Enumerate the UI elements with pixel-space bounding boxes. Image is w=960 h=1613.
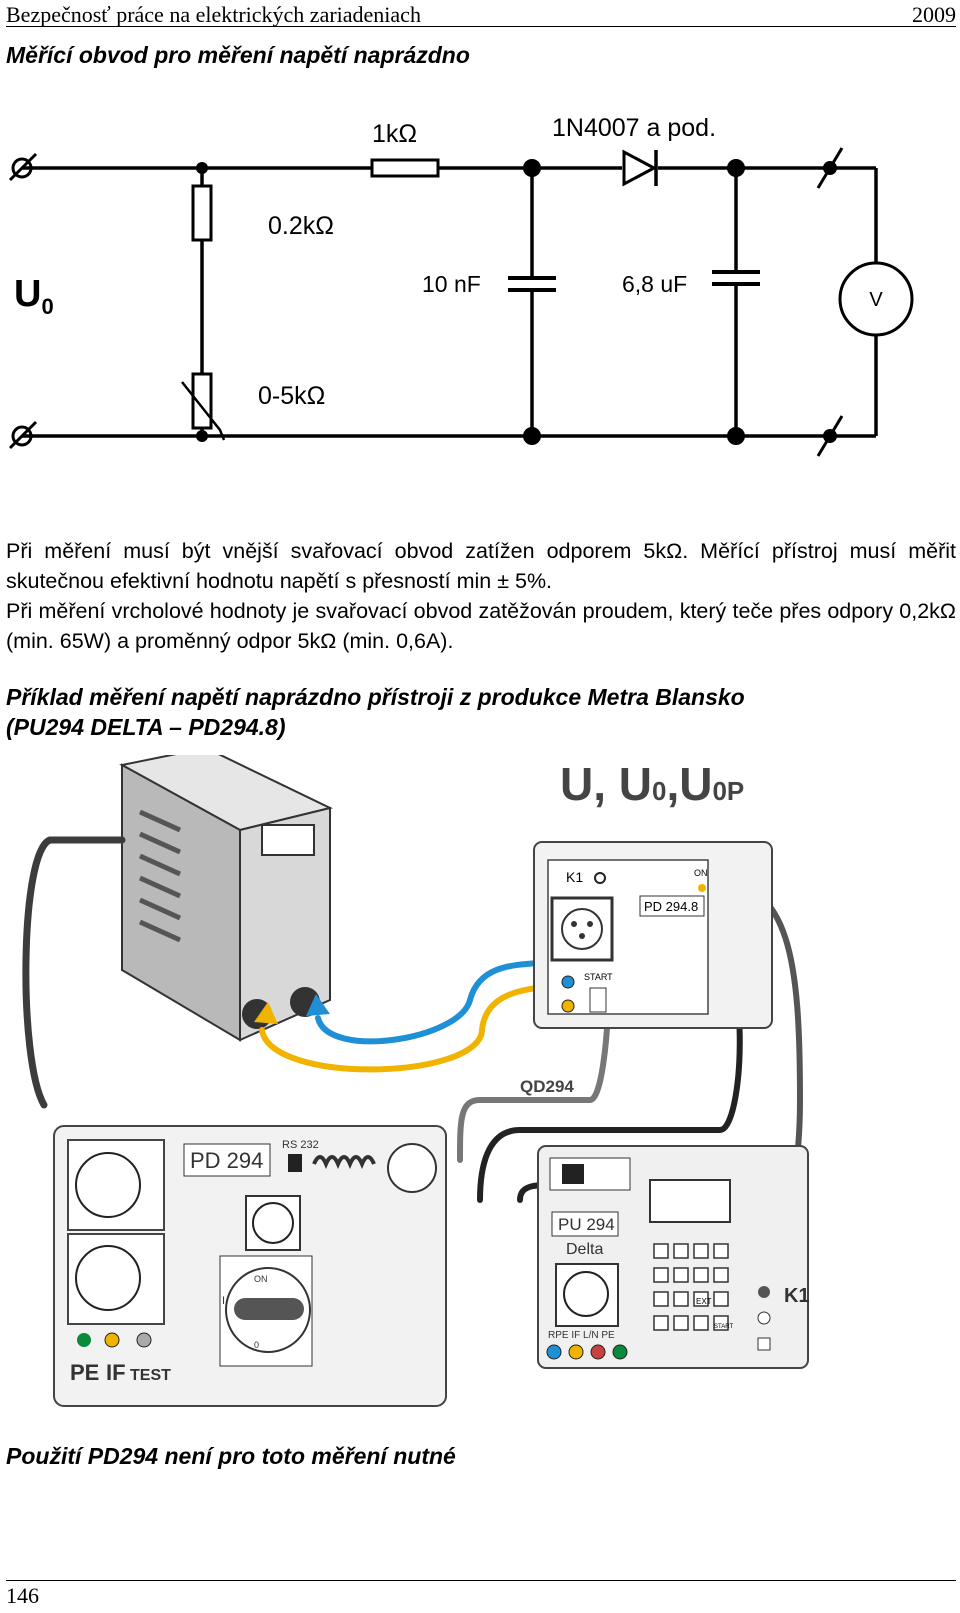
pd2948-start: START	[584, 972, 613, 982]
resistor-1k	[370, 158, 440, 178]
pd2948-name: PD 294.8	[644, 899, 698, 914]
capacitor-10nf	[508, 276, 556, 292]
resistor-0-2k	[191, 184, 213, 242]
header-title: Bezpečnosť práce na elektrických zariade…	[6, 2, 421, 27]
paragraph: Při měření vrcholové hodnoty je svařovac…	[6, 599, 956, 653]
pd2948-k1: K1	[566, 869, 583, 885]
voltmeter-label: V	[869, 289, 883, 311]
diode	[622, 149, 658, 187]
pd294-pe: PE	[70, 1360, 99, 1385]
example-heading: Příklad měření napětí naprázdno přístroj…	[6, 682, 745, 742]
pu294-k1: K1	[784, 1285, 810, 1307]
cable-label: QD294	[520, 1077, 574, 1096]
paragraph: Při měření musí být vnější svařovací obv…	[6, 539, 956, 593]
pd-294-8-adapter: K1 ON PD 294.8 START	[533, 841, 773, 1029]
pu294-terminals: RPE IF L/N PE	[548, 1330, 615, 1341]
pd294-test: TEST	[130, 1367, 171, 1384]
pu294-name: PU 294	[558, 1215, 615, 1234]
source-label: U0	[14, 273, 54, 319]
page-number: 146	[6, 1583, 39, 1608]
input-terminals	[8, 147, 844, 457]
example-heading-line: (PU294 DELTA – PD294.8)	[6, 714, 286, 740]
label-6-8uf: 6,8 uF	[622, 271, 687, 297]
blue-arrow	[306, 994, 330, 1016]
dial-i: I	[222, 1295, 225, 1307]
voltmeter	[838, 261, 914, 337]
section-title: Měřící obvod pro měření napětí naprázdno	[6, 42, 470, 68]
pu294-ext: EXT	[696, 1297, 712, 1306]
variable-resistor	[181, 372, 226, 441]
pd294-if: IF	[106, 1360, 126, 1385]
voltage-label: U, U0,U0P	[560, 758, 744, 810]
label-diode: 1N4007 a pod.	[552, 114, 716, 142]
header-year: 2009	[912, 2, 956, 27]
pd2948-on: ON	[694, 868, 708, 878]
circuit-diagram: V U0 1kΩ 1N4007 a pod. 0.2kΩ 0-5kΩ 10 nF…	[8, 114, 914, 457]
label-0-5k: 0-5kΩ	[258, 382, 325, 410]
pd-294-device: PE IF TEST PD 294 RS 232 ON 0 I	[53, 1125, 447, 1407]
body-text: Při měření musí být vnější svařovací obv…	[6, 536, 956, 656]
pd294-rs232: RS 232	[282, 1139, 319, 1151]
pu-294-delta-device: PU 294 Delta RPE IF L/N PE EXT START K1	[537, 1145, 810, 1369]
welding-machine	[119, 755, 333, 1042]
pd294-name: PD 294	[190, 1148, 263, 1173]
page-header: Bezpečnosť práce na elektrických zariade…	[6, 2, 956, 27]
pu294-sub: Delta	[566, 1241, 603, 1258]
dial-off: 0	[254, 1340, 259, 1350]
page-footer: 146	[6, 1580, 956, 1608]
yellow-arrow	[254, 1002, 278, 1024]
pu294-start: START	[714, 1324, 733, 1330]
measurement-illustration: U, U0,U0P K1 ON PD 294.8 START QD294 PE …	[22, 755, 810, 1407]
label-1k: 1kΩ	[372, 120, 417, 148]
label-10nf: 10 nF	[422, 271, 481, 297]
example-heading-line: Příklad měření napětí naprázdno přístroj…	[6, 684, 745, 710]
label-0-2k: 0.2kΩ	[268, 212, 334, 240]
dial-on: ON	[254, 1274, 268, 1284]
capacitor-6-8uf	[712, 270, 760, 286]
note: Použití PD294 není pro toto měření nutné	[6, 1443, 456, 1469]
